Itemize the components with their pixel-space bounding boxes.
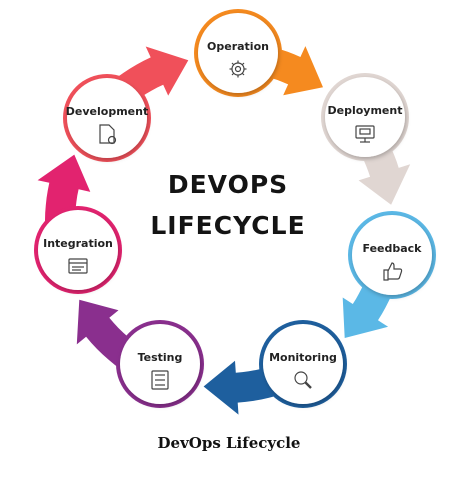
- stage-node-testing: Testing: [116, 320, 204, 408]
- stage-node-feedback: Feedback: [348, 211, 436, 299]
- center-title-line1: DEVOPS: [168, 170, 288, 199]
- code-file-gear-icon: [99, 124, 117, 145]
- center-title-line2: LIFECYCLE: [150, 211, 305, 240]
- stage-label-operation: Operation: [207, 40, 269, 53]
- gear-cloud-icon: [229, 60, 247, 78]
- monitor-deploy-icon: [355, 125, 375, 143]
- stage-node-deployment: Deployment: [321, 73, 409, 161]
- stage-circle-monitoring: [263, 324, 343, 404]
- stage-label-testing: Testing: [138, 351, 183, 364]
- stage-circle-deployment: [325, 77, 405, 157]
- stage-node-development: Development: [63, 74, 151, 162]
- stage-circle-operation: [198, 13, 278, 93]
- browser-window-icon: [68, 258, 88, 274]
- stage-circle-development: [67, 78, 147, 158]
- stage-label-feedback: Feedback: [363, 242, 423, 255]
- thumbs-up-icon: [383, 262, 403, 281]
- stage-node-operation: Operation: [194, 9, 282, 97]
- stage-node-integration: Integration: [34, 206, 122, 294]
- checklist-icon: [151, 370, 169, 390]
- stage-circle-integration: [38, 210, 118, 290]
- diagram-caption: DevOps Lifecycle: [157, 434, 301, 452]
- stage-label-development: Development: [66, 105, 148, 118]
- stage-label-deployment: Deployment: [328, 104, 403, 117]
- stage-node-monitoring: Monitoring: [259, 320, 347, 408]
- magnifier-icon: [294, 371, 312, 389]
- stage-circle-feedback: [352, 215, 432, 295]
- stage-label-integration: Integration: [43, 237, 113, 250]
- stage-circle-testing: [120, 324, 200, 404]
- stage-label-monitoring: Monitoring: [269, 351, 337, 364]
